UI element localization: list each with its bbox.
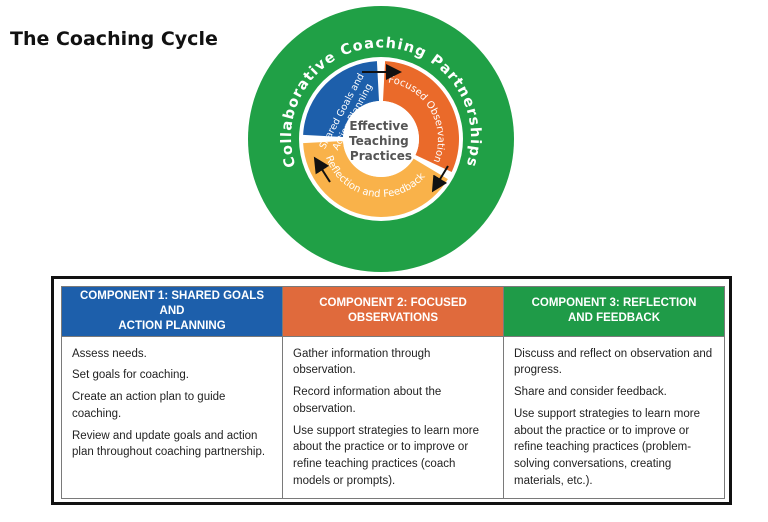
center-label: Effective Teaching Practices [349,119,413,163]
page-title: The Coaching Cycle [10,28,218,50]
segment-focused-observation [382,61,459,172]
component-item: Share and consider feedback. [514,386,667,399]
component-item: Discuss and reflect on observation and p… [514,347,713,377]
segment-reflection-feedback [303,140,448,218]
components-table-frame: COMPONENT 1: SHARED GOALS AND ACTION PLAN… [51,276,732,505]
component-header-line: ACTION PLANNING [118,319,226,332]
center-circle [343,101,419,177]
center-label-line-3: Practices [350,149,412,163]
arrow-to-reflection-feedback [431,165,449,193]
center-label-line-2: Teaching [349,134,409,148]
component-item: Use support strategies to learn more abo… [293,424,480,487]
component-item: Create an action plan to guide coaching. [72,391,226,420]
component-header-line: COMPONENT 1: SHARED GOALS AND [79,290,264,317]
component-item: Gather information through observation. [293,347,431,377]
component-header-line: OBSERVATIONS [347,312,439,325]
arrow-to-shared-goals [313,156,331,183]
components-table: COMPONENT 1: SHARED GOALS AND ACTION PLAN… [61,286,725,500]
component-header-line: COMPONENT 2: FOCUSED [319,297,467,310]
component-item: Assess needs. [72,347,147,360]
segment-shared-goals [303,61,380,138]
coaching-cycle-diagram: Collaborative Coaching Partnerships Focu… [248,6,514,272]
component-3-items: Discuss and reflect on observation and p… [503,335,725,500]
component-item: Record information about the observation… [293,386,442,415]
component-header-line: COMPONENT 3: REFLECTION [531,297,697,310]
component-3-header: COMPONENT 3: REFLECTION AND FEEDBACK [503,286,725,337]
component-1-header: COMPONENT 1: SHARED GOALS AND ACTION PLAN… [61,286,283,337]
component-item: Use support strategies to learn more abo… [514,407,701,487]
component-1-items: Assess needs. Set goals for coaching. Crea… [61,335,283,500]
component-2-items: Gather information through observation. R… [282,335,504,500]
center-label-line-1: Effective [349,119,408,133]
component-item: Review and update goals and action plan … [72,429,266,459]
component-2-header: COMPONENT 2: FOCUSED OBSERVATIONS [282,286,504,337]
component-header-line: AND FEEDBACK [568,312,660,325]
component-item: Set goals for coaching. [72,369,189,382]
